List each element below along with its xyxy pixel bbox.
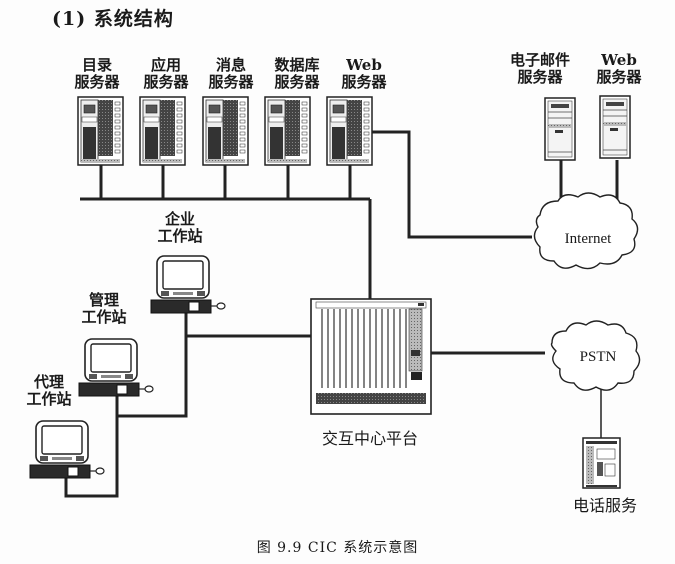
internet-cloud-icon — [533, 192, 639, 270]
link-enterprise-to-platform — [184, 310, 312, 338]
server-label-message: 消息 服务器 — [196, 57, 266, 91]
label-line: 数据库 — [274, 56, 320, 74]
server-label-directory: 目录 服务器 — [62, 57, 132, 91]
server-label-web: Web 服务器 — [329, 57, 399, 91]
internet-cloud-label: Internet — [565, 231, 612, 247]
enterprise-workstation-icon — [150, 255, 226, 314]
link-agent-to-management — [64, 416, 119, 498]
agent-workstation-icon — [29, 420, 105, 479]
database-server-icon — [264, 96, 311, 166]
label-line: 服务器 — [143, 73, 189, 91]
management-workstation-icon — [78, 338, 154, 397]
workstation-label-agent: 代理 工作站 — [14, 374, 84, 408]
label-line: 代理 — [33, 373, 64, 391]
label-line: 企业 — [164, 210, 195, 228]
web-external-server-icon — [599, 95, 631, 159]
label-line: 服务器 — [596, 68, 642, 86]
label-line: Web — [346, 56, 382, 74]
application-server-icon — [139, 96, 186, 166]
workstation-label-enterprise: 企业 工作站 — [145, 211, 215, 245]
label-line: 服务器 — [74, 73, 120, 91]
web-server-icon — [326, 96, 373, 166]
email-server-icon — [544, 97, 576, 161]
platform-label: 交互中心平台 — [321, 429, 418, 448]
server-label-web-external: Web 服务器 — [584, 52, 654, 86]
pstn-cloud-icon — [550, 320, 641, 391]
label-line: 工作站 — [26, 390, 72, 408]
section-title: (1) 系统结构 — [52, 8, 174, 30]
server-label-database: 数据库 服务器 — [262, 57, 332, 91]
pstn-cloud-label: PSTN — [580, 349, 617, 365]
label-line: 电子邮件 — [509, 51, 570, 69]
label-line: 服务器 — [517, 68, 563, 86]
phone-service-label: 电话服务 — [572, 496, 637, 515]
label-line: 服务器 — [208, 73, 254, 91]
directory-server-icon — [77, 96, 124, 166]
label-line: 应用 — [150, 56, 181, 74]
label-line: Web — [601, 51, 637, 69]
label-line: 服务器 — [274, 73, 320, 91]
label-line: 消息 — [215, 56, 246, 74]
figure-caption: 图 9.9 CIC 系统示意图 — [256, 540, 419, 556]
server-label-application: 应用 服务器 — [131, 57, 201, 91]
workstation-label-management: 管理 工作站 — [69, 292, 139, 326]
message-server-icon — [202, 96, 249, 166]
link-management-to-enterprise — [115, 336, 188, 418]
server-label-email: 电子邮件 服务器 — [500, 52, 580, 86]
label-line: 管理 — [88, 291, 119, 309]
interaction-center-platform-icon — [310, 298, 432, 415]
label-line: 服务器 — [341, 73, 387, 91]
phone-service-icon — [582, 437, 621, 489]
link-web-to-internet — [372, 130, 532, 239]
label-line: 工作站 — [81, 308, 127, 326]
label-line: 工作站 — [157, 227, 203, 245]
label-line: 目录 — [81, 56, 112, 74]
